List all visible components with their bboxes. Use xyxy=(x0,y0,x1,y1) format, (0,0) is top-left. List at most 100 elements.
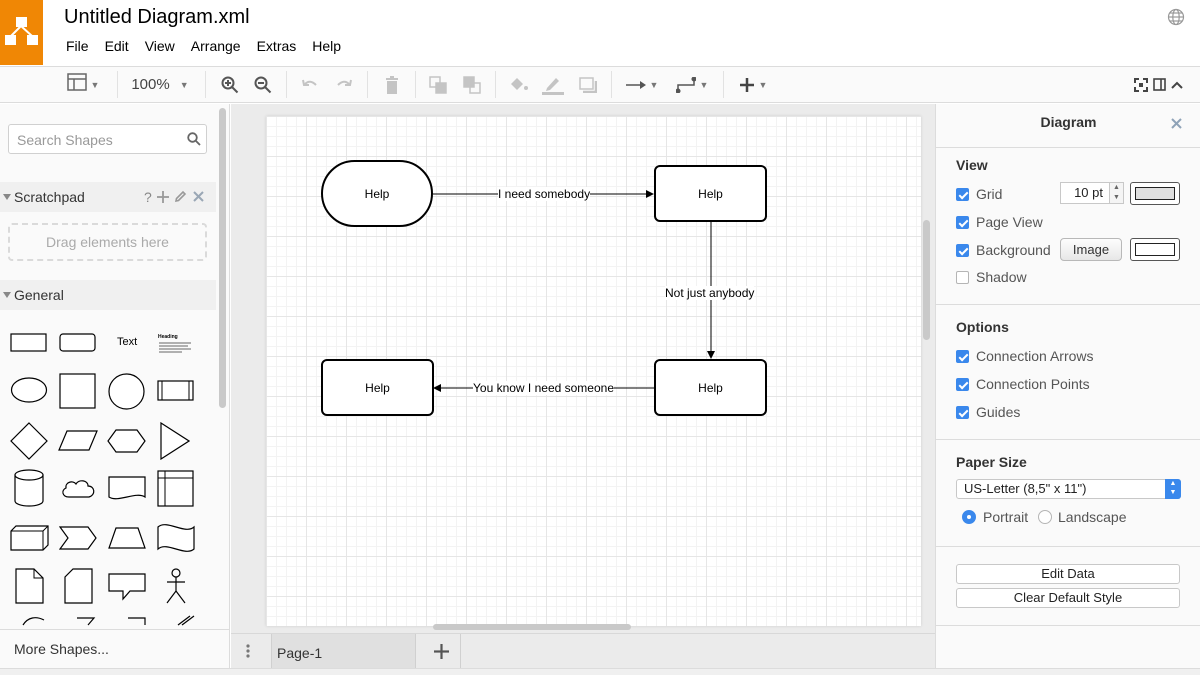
diagram-node-help[interactable]: Help xyxy=(654,165,767,222)
format-panel-toggle-button[interactable]: ▼ xyxy=(60,67,106,102)
triangle-shape-icon[interactable] xyxy=(160,422,190,460)
line-color-button[interactable] xyxy=(540,67,566,102)
insert-dropdown[interactable]: ▼ xyxy=(733,67,773,102)
connection-points-checkbox[interactable] xyxy=(956,378,969,391)
partial-shape-icon[interactable] xyxy=(76,616,96,626)
zoom-dropdown[interactable]: 100%▼ xyxy=(131,76,189,93)
delete-button[interactable] xyxy=(380,67,404,102)
portrait-radio[interactable] xyxy=(962,510,976,524)
table-shape-icon[interactable] xyxy=(157,470,194,507)
diamond-shape-icon[interactable] xyxy=(10,422,48,460)
edge-label[interactable]: You know I need someone xyxy=(473,381,614,395)
close-icon[interactable] xyxy=(193,191,204,202)
line-shape-icon[interactable] xyxy=(176,614,196,626)
menu-edit[interactable]: Edit xyxy=(104,38,129,54)
step-shape-icon[interactable] xyxy=(59,526,97,550)
tape-shape-icon[interactable] xyxy=(157,522,195,554)
scratchpad-help-button[interactable]: ? xyxy=(144,189,152,205)
waypoints-dropdown[interactable]: ▼ xyxy=(672,67,712,102)
landscape-radio[interactable] xyxy=(1038,510,1052,524)
background-image-button[interactable]: Image xyxy=(1060,238,1122,261)
actor-shape-icon[interactable] xyxy=(164,568,188,604)
shadow-checkbox[interactable] xyxy=(956,271,969,284)
menu-help[interactable]: Help xyxy=(312,38,342,54)
search-icon[interactable] xyxy=(187,132,201,146)
curved-arrow-shape-icon[interactable] xyxy=(22,614,46,626)
scratchpad-drop-zone[interactable]: Drag elements here xyxy=(8,223,207,261)
page-view-checkbox[interactable] xyxy=(956,216,969,229)
landscape-label: Landscape xyxy=(1058,509,1127,525)
diagram-page[interactable]: Help Help Help Help I need somebody Not … xyxy=(266,116,921,626)
rounded-rectangle-shape-icon[interactable] xyxy=(59,333,96,353)
connection-style-dropdown[interactable]: ▼ xyxy=(622,67,662,102)
note-shape-icon[interactable] xyxy=(15,568,44,604)
sidebar-scrollbar[interactable] xyxy=(219,108,226,408)
parallelogram-shape-icon[interactable] xyxy=(58,430,98,452)
general-header[interactable]: General xyxy=(0,280,216,310)
canvas-vertical-scrollbar[interactable] xyxy=(923,220,930,340)
zoom-level: 100% xyxy=(131,76,170,93)
grid-size-input[interactable]: 10 pt xyxy=(1060,182,1110,204)
process-shape-icon[interactable] xyxy=(157,380,194,402)
globe-icon[interactable] xyxy=(1167,8,1185,31)
cloud-shape-icon[interactable] xyxy=(60,478,97,500)
panel-toggle-button[interactable] xyxy=(1150,67,1168,102)
card-shape-icon[interactable] xyxy=(64,568,93,604)
pencil-icon[interactable] xyxy=(174,190,187,203)
cylinder-shape-icon[interactable] xyxy=(14,469,44,507)
cube-shape-icon[interactable] xyxy=(10,525,49,551)
fullscreen-button[interactable] xyxy=(1131,67,1151,102)
connection-arrows-checkbox[interactable] xyxy=(956,350,969,363)
more-shapes-button[interactable]: More Shapes... xyxy=(0,629,230,668)
tab-page-1[interactable]: Page-1 xyxy=(271,634,416,669)
background-checkbox[interactable] xyxy=(956,244,969,257)
redo-button[interactable] xyxy=(332,67,356,102)
square-shape-icon[interactable] xyxy=(59,373,96,409)
background-color-button[interactable] xyxy=(1130,238,1180,261)
zoom-in-button[interactable] xyxy=(218,67,242,102)
diagram-canvas[interactable]: Help Help Help Help I need somebody Not … xyxy=(231,104,935,633)
diagram-node-help[interactable]: Help xyxy=(654,359,767,416)
diagram-node-help[interactable]: Help xyxy=(321,359,434,416)
trapezoid-shape-icon[interactable] xyxy=(108,527,146,549)
shadow-button[interactable] xyxy=(576,67,600,102)
collapse-button[interactable] xyxy=(1168,67,1186,102)
rectangle-shape-icon[interactable] xyxy=(10,333,47,353)
hexagon-shape-icon[interactable] xyxy=(107,429,146,453)
to-front-button[interactable] xyxy=(426,67,450,102)
paper-size-select[interactable]: US-Letter (8,5" x 11") ▲▼ xyxy=(956,479,1181,499)
partial-shape-icon-2[interactable] xyxy=(127,616,147,626)
clear-default-style-button[interactable]: Clear Default Style xyxy=(956,588,1180,608)
diagram-node-help-start[interactable]: Help xyxy=(321,160,433,227)
menu-arrange[interactable]: Arrange xyxy=(190,38,241,54)
document-title[interactable]: Untitled Diagram.xml xyxy=(64,6,250,28)
add-page-button[interactable] xyxy=(424,634,461,668)
heading-shape[interactable]: Heading xyxy=(158,334,194,354)
ellipse-shape-icon[interactable] xyxy=(10,376,48,404)
grid-size-stepper[interactable]: ▲▼ xyxy=(1110,182,1124,204)
canvas-horizontal-scrollbar[interactable] xyxy=(433,624,631,630)
document-shape-icon[interactable] xyxy=(108,476,146,502)
menu-file[interactable]: File xyxy=(66,38,89,54)
scratchpad-header[interactable]: Scratchpad ? xyxy=(0,182,216,212)
menu-extras[interactable]: Extras xyxy=(256,38,297,54)
search-input[interactable] xyxy=(15,131,184,149)
grid-checkbox[interactable] xyxy=(956,188,969,201)
grid-color-button[interactable] xyxy=(1130,182,1180,205)
text-shape[interactable]: Text xyxy=(117,336,138,348)
pages-menu-icon[interactable] xyxy=(245,643,251,664)
to-back-button[interactable] xyxy=(460,67,484,102)
close-icon[interactable] xyxy=(1171,118,1182,129)
circle-shape-icon[interactable] xyxy=(108,373,145,410)
drawio-logo-icon[interactable] xyxy=(0,0,43,65)
edge-label[interactable]: I need somebody xyxy=(498,187,591,201)
add-icon[interactable] xyxy=(157,191,169,203)
guides-checkbox[interactable] xyxy=(956,406,969,419)
callout-shape-icon[interactable] xyxy=(108,573,146,601)
edge-label[interactable]: Not just anybody xyxy=(665,286,755,300)
undo-button[interactable] xyxy=(298,67,322,102)
menu-view[interactable]: View xyxy=(144,38,175,54)
zoom-out-button[interactable] xyxy=(251,67,275,102)
fill-color-button[interactable] xyxy=(507,67,531,102)
edit-data-button[interactable]: Edit Data xyxy=(956,564,1180,584)
